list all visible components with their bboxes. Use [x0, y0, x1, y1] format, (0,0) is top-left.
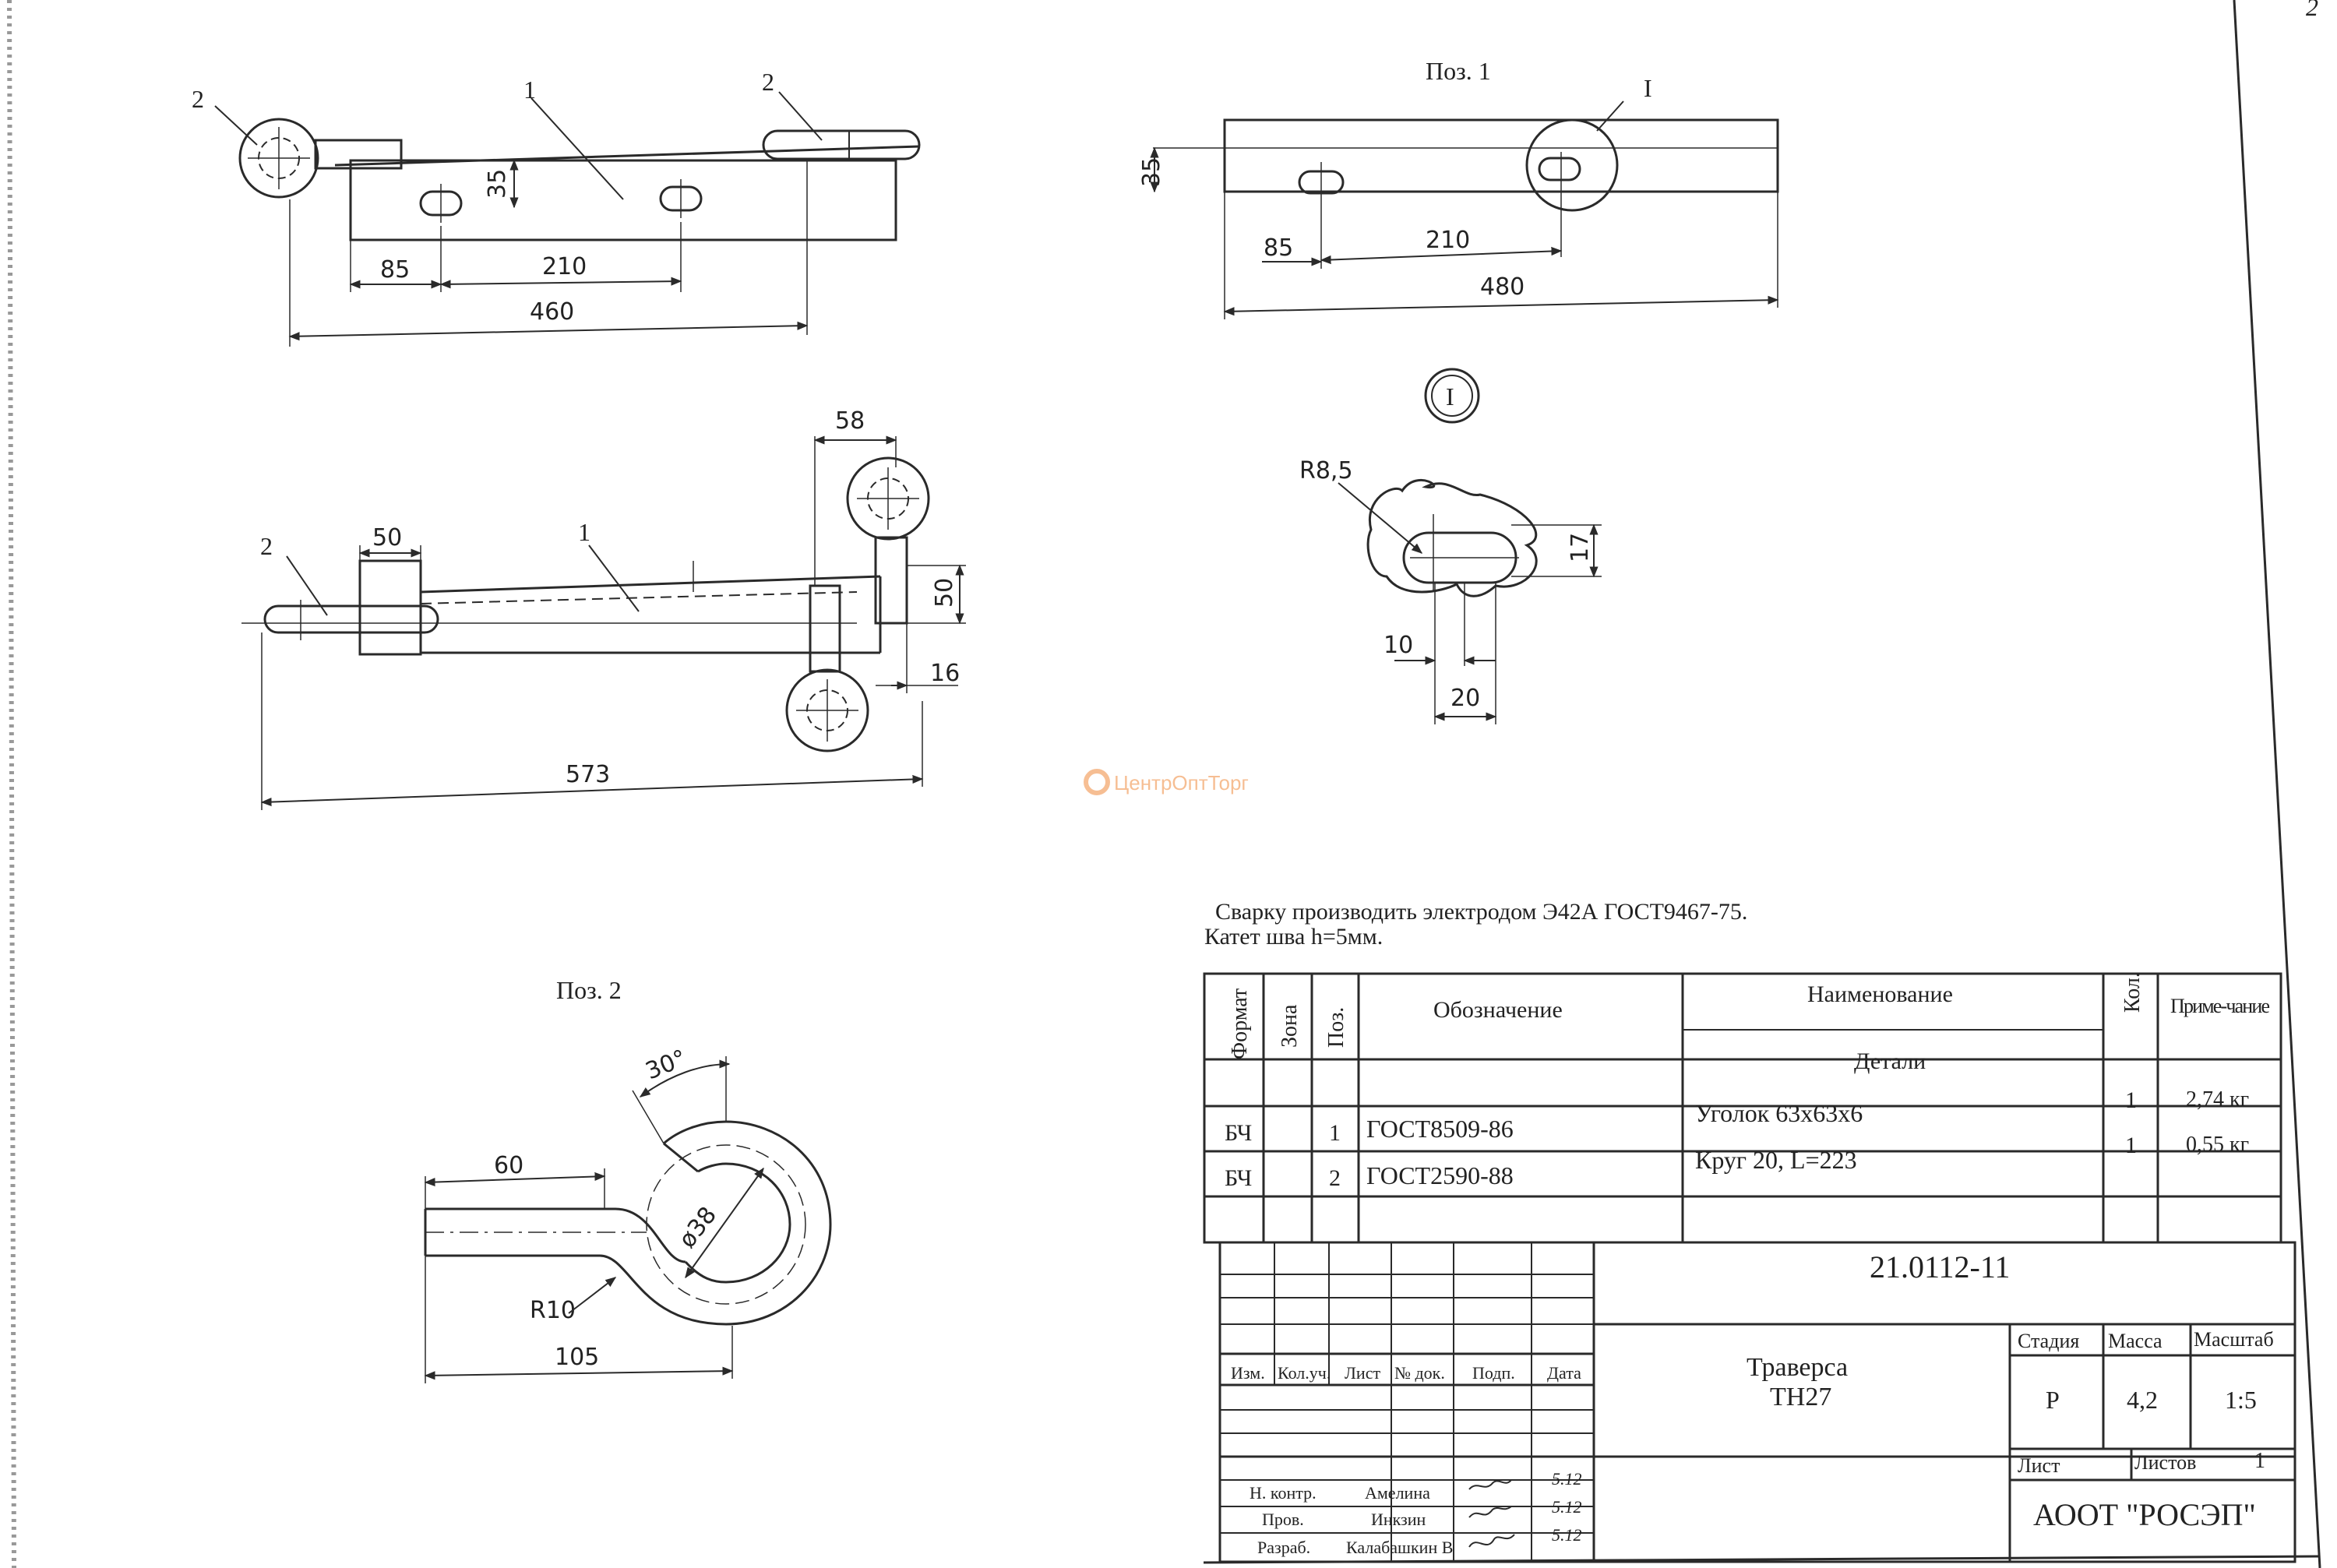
tb-role: Пров.: [1262, 1510, 1304, 1529]
tb-label-mass: Масса: [2108, 1330, 2163, 1352]
tb-col-kol: Кол.уч.: [1278, 1363, 1331, 1383]
dimension-label: 17: [1567, 533, 1594, 562]
company-name: АООТ "РОСЭП": [2033, 1497, 2256, 1532]
spec-cell-format: БЧ: [1225, 1120, 1252, 1146]
spec-cell-name: Уголок 63x63x6: [1695, 1099, 1863, 1127]
spec-cell-designation: ГОСТ2590-88: [1366, 1161, 1514, 1189]
dimension-label: 16: [930, 660, 960, 687]
dimension-label: 480: [1480, 273, 1525, 301]
watermark: ЦентрОптТорг: [1084, 769, 1249, 795]
tb-date: 5.12: [1552, 1525, 1582, 1545]
tb-label-sheets: Листов: [2134, 1451, 2196, 1474]
spec-header-format: Формат: [1228, 988, 1252, 1059]
spec-cell-designation: ГОСТ8509-86: [1366, 1115, 1514, 1143]
corner-mark: 2: [2306, 0, 2318, 21]
spec-cell-name: Круг 20, L=223: [1695, 1146, 1857, 1174]
tb-value-scale: 1:5: [2225, 1386, 2257, 1414]
view-title: Поз. 2: [556, 976, 622, 1004]
angle-label: 30°: [642, 1045, 690, 1085]
pos-label: 2: [260, 532, 273, 560]
dimension-label: 50: [372, 524, 402, 551]
spec-header-designation: Обозначение: [1433, 997, 1563, 1023]
note-line: Катет шва h=5мм.: [1204, 924, 1383, 950]
dimension-label: 50: [931, 578, 958, 608]
tb-label-stage: Стадия: [2018, 1330, 2079, 1352]
view-main-top: 2 1 2 35 85 210 460: [192, 68, 921, 347]
tb-col-podp: Подп.: [1472, 1363, 1515, 1383]
dimension-label: 60: [494, 1152, 523, 1179]
diameter-label: ø38: [674, 1202, 722, 1253]
spec-header-name: Наименование: [1807, 981, 1953, 1007]
spec-header-note: Приме-чание: [2170, 995, 2270, 1017]
pos-label: 1: [523, 76, 536, 104]
tb-col-izm: Изм.: [1231, 1363, 1265, 1383]
spec-section: Детали: [1854, 1048, 1926, 1074]
dimension-label: 210: [1426, 227, 1470, 254]
tb-label-sheet: Лист: [2018, 1454, 2060, 1477]
dimension-label: 35: [484, 169, 511, 199]
watermark-text: ЦентрОптТорг: [1114, 771, 1249, 795]
tb-person: Инкзин: [1371, 1510, 1426, 1529]
title-block: Изм. Кол.уч. Лист № док. Подп. Дата Н. к…: [1218, 1241, 2296, 1563]
view-detail-I: I R8,5 17 10 20: [1299, 368, 1602, 724]
dimension-label: 210: [542, 253, 587, 280]
tb-label-scale: Масштаб: [2194, 1328, 2274, 1351]
tb-value-stage: Р: [2046, 1386, 2060, 1414]
view-main-bottom: 2 1 50 58 50 16 573: [241, 407, 966, 810]
signature-marks: [1468, 1479, 1515, 1548]
radius-label: R10: [530, 1297, 576, 1324]
spec-cell-format: БЧ: [1225, 1165, 1252, 1191]
spec-cell-pos: 2: [1329, 1165, 1341, 1191]
tb-col-data: Дата: [1547, 1363, 1581, 1383]
dimension-label: 58: [835, 407, 865, 435]
spec-table: Формат Зона Поз. Обозначение Наименовани…: [1203, 972, 2282, 1244]
spec-cell-qty: 1: [2125, 1133, 2137, 1158]
detail-mark: I: [1446, 382, 1454, 410]
dimension-label: 10: [1384, 632, 1413, 659]
view-title: Поз. 1: [1426, 57, 1491, 85]
spec-cell-qty: 1: [2125, 1087, 2137, 1113]
tb-person: Амелина: [1365, 1483, 1430, 1503]
dimension-label: 573: [566, 761, 610, 788]
product-name: Траверса: [1747, 1353, 1848, 1382]
pos-label: 2: [762, 68, 774, 96]
dimension-label: 35: [1138, 157, 1165, 187]
spec-header-zone: Зона: [1278, 1004, 1302, 1048]
detail-mark: I: [1644, 74, 1652, 102]
spec-cell-note: 0,55 кг: [2186, 1133, 2249, 1157]
note-line: Сварку производить электродом Э42А ГОСТ9…: [1215, 899, 1747, 925]
radius-label: R8,5: [1299, 457, 1353, 484]
tb-date: 5.12: [1552, 1469, 1582, 1489]
dimension-label: 85: [380, 256, 410, 284]
view-pos2: Поз. 2 ø38 30° 60 R10 105: [424, 976, 832, 1383]
pos-label: 2: [192, 85, 204, 113]
dimension-label: 460: [530, 298, 574, 326]
view-pos1: Поз. 1 I 35 85 210 480: [1138, 57, 1779, 319]
tb-col-list: Лист: [1345, 1363, 1380, 1383]
dimension-label: 85: [1264, 234, 1293, 262]
tb-value-mass: 4,2: [2127, 1386, 2158, 1414]
spec-cell-pos: 1: [1329, 1120, 1341, 1146]
tb-value-sheets: 1: [2254, 1449, 2265, 1473]
tb-role: Н. контр.: [1250, 1483, 1317, 1503]
dimension-label: 20: [1450, 685, 1480, 712]
spec-header-pos: Поз.: [1324, 1007, 1348, 1048]
pos-label: 1: [578, 518, 590, 546]
tb-person: Калабашкин В: [1346, 1538, 1453, 1557]
spec-cell-note: 2,74 кг: [2186, 1087, 2249, 1112]
dimension-label: 105: [555, 1344, 599, 1371]
product-code: ТН27: [1770, 1383, 1831, 1411]
tb-col-ndok: № док.: [1394, 1363, 1445, 1383]
doc-number: 21.0112-11: [1870, 1249, 2010, 1284]
tb-role: Разраб.: [1257, 1538, 1310, 1557]
spec-header-qty: Кол.: [2120, 972, 2145, 1013]
tb-date: 5.12: [1552, 1497, 1582, 1517]
